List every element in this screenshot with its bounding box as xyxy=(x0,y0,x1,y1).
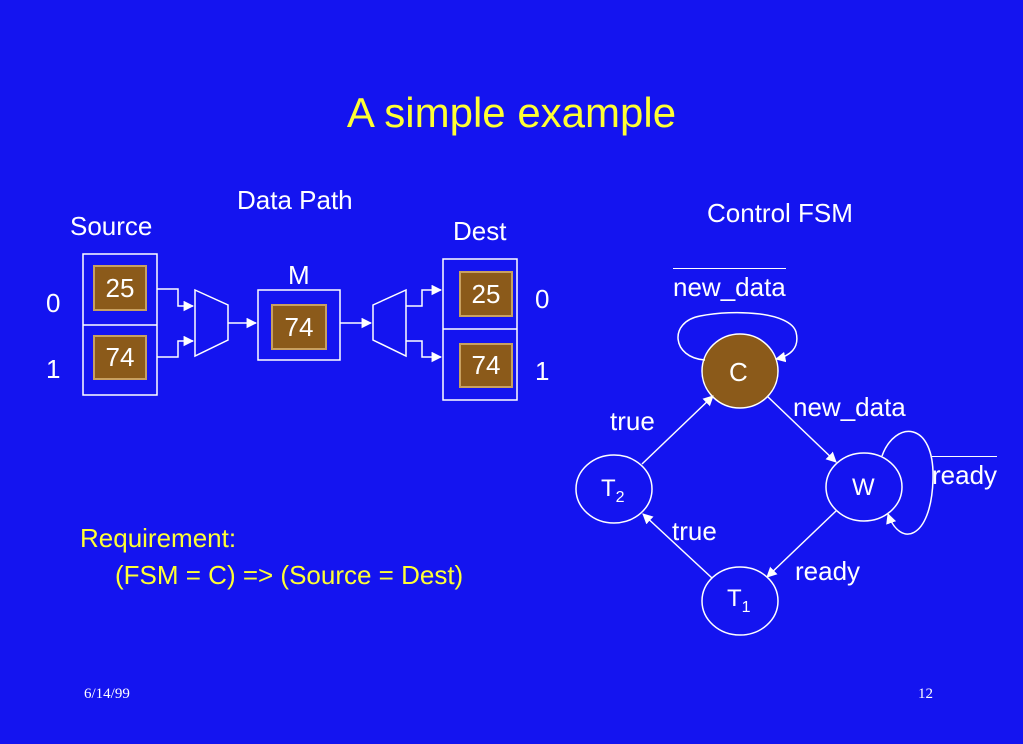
transition-w-self-loop xyxy=(881,430,934,535)
dest-value-1: 74 xyxy=(459,343,513,388)
state-t2-letter: T xyxy=(601,475,616,502)
mux-shape xyxy=(194,288,229,358)
state-c-circle xyxy=(701,333,779,409)
state-t2-subscript: 2 xyxy=(615,489,625,506)
dest-index-0: 0 xyxy=(535,284,550,314)
dest-label: Dest xyxy=(453,216,507,246)
state-t1-label: T1 xyxy=(727,587,751,616)
source-index-0: 0 xyxy=(46,288,61,318)
slide-title: A simple example xyxy=(346,89,677,136)
dest-value-0: 25 xyxy=(459,271,513,317)
state-w-circle xyxy=(825,452,903,522)
wire-demux-dest1 xyxy=(406,340,443,363)
source-index-1: 1 xyxy=(46,354,61,384)
wire-demux-dest0 xyxy=(406,284,443,307)
m-value: 74 xyxy=(271,304,327,350)
wire-source1-mux xyxy=(157,335,195,358)
fsm-heading: Control FSM xyxy=(707,198,853,228)
state-t2-circle xyxy=(575,454,653,524)
requirement-heading: Requirement: xyxy=(80,523,237,553)
transition-w-to-t1-label: ready xyxy=(795,556,861,586)
state-t1-circle xyxy=(701,566,779,636)
footer-page-number: 12 xyxy=(918,686,933,702)
footer-date: 6/14/99 xyxy=(84,686,130,702)
transition-w-self-label: ready xyxy=(932,456,998,488)
state-w-label: W xyxy=(852,474,875,501)
source-label: Source xyxy=(70,211,153,241)
wire-source0-mux xyxy=(157,288,195,312)
transition-t1-to-t2-label: true xyxy=(672,516,717,546)
state-t2-label: T2 xyxy=(601,477,625,506)
source-value-1: 74 xyxy=(93,335,147,380)
requirement-statement: (FSM = C) => (Source = Dest) xyxy=(115,560,464,590)
datapath-heading: Data Path xyxy=(237,185,353,215)
transition-c-to-w xyxy=(766,395,837,463)
state-t1-subscript: 1 xyxy=(741,599,751,616)
source-value-0: 25 xyxy=(93,265,147,311)
transition-c-to-w-label: new_data xyxy=(793,392,906,422)
transition-c-self-loop xyxy=(677,311,798,363)
transition-w-to-t1 xyxy=(766,510,837,578)
m-label: M xyxy=(288,260,310,290)
transition-t1-to-t2 xyxy=(642,513,713,579)
transition-t2-to-c xyxy=(641,395,714,465)
state-t1-letter: T xyxy=(727,585,742,612)
dest-index-1: 1 xyxy=(535,356,550,386)
m-register-box xyxy=(257,289,341,361)
transition-c-self-label: new_data xyxy=(673,268,786,300)
demux-shape xyxy=(372,288,407,358)
transition-t2-to-c-label: true xyxy=(610,406,655,436)
state-c-label: C xyxy=(729,357,748,387)
